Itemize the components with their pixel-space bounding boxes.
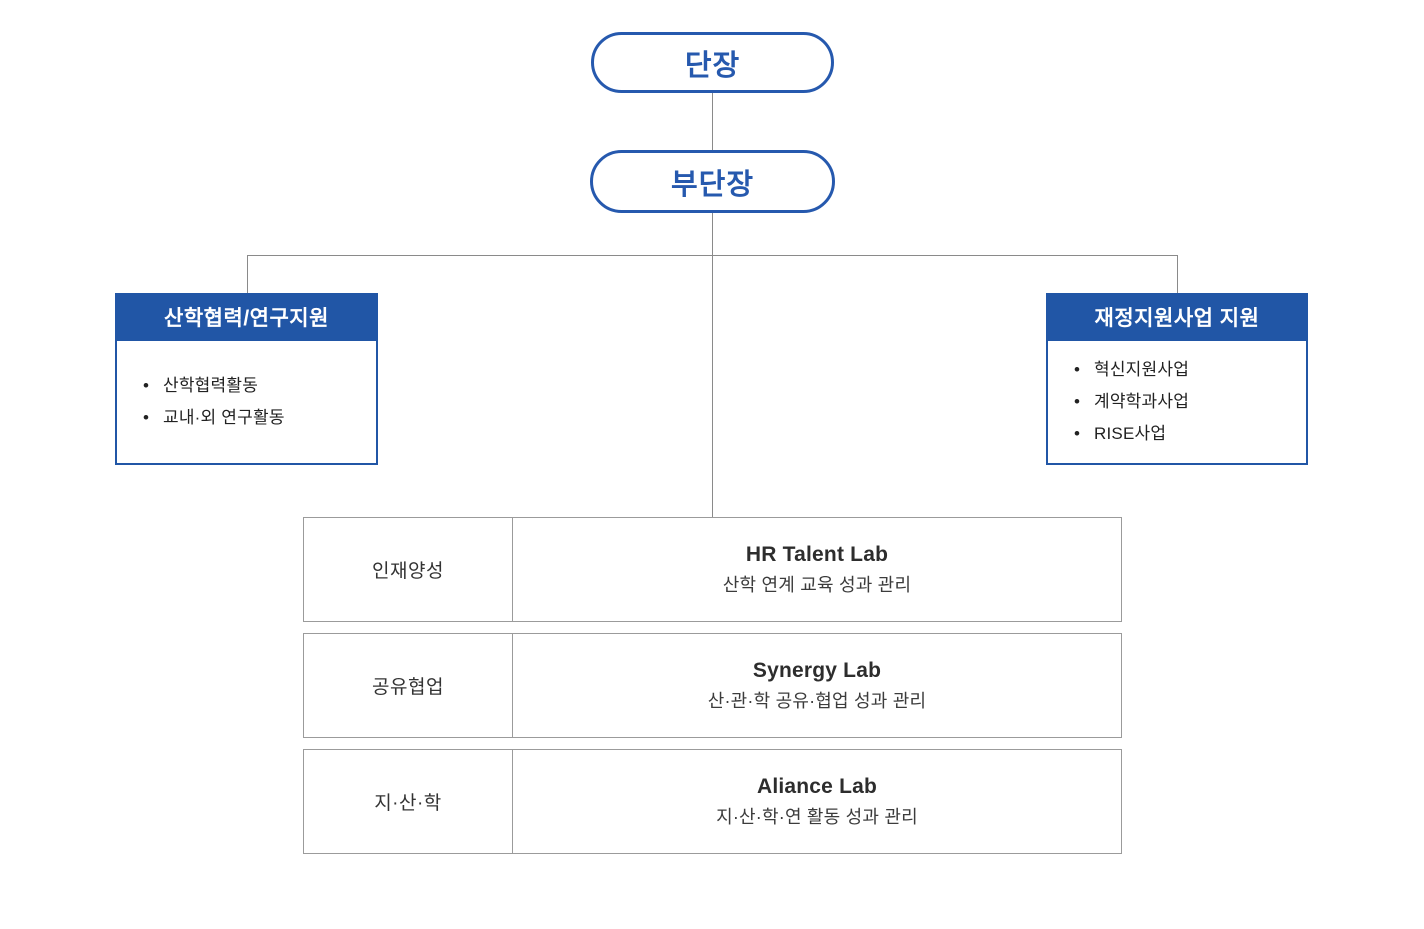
dept-box-industry-cooperation: 산학협력/연구지원 산학협력활동 교내·외 연구활동 xyxy=(115,293,378,465)
lab-detail: Aliance Lab 지·산·학·연 활동 성과 관리 xyxy=(513,750,1121,853)
dept-box-right-body: 혁신지원사업 계약학과사업 RISE사업 xyxy=(1046,341,1308,465)
list-item: 계약학과사업 xyxy=(1074,386,1306,418)
lab-category-label: 지·산·학 xyxy=(304,750,513,853)
lab-row-aliance: 지·산·학 Aliance Lab 지·산·학·연 활동 성과 관리 xyxy=(303,749,1122,854)
list-item: 혁신지원사업 xyxy=(1074,354,1306,386)
list-item: 산학협력활동 xyxy=(143,370,376,402)
list-item: RISE사업 xyxy=(1074,418,1306,450)
lab-desc: 산학 연계 교육 성과 관리 xyxy=(722,574,912,595)
lab-detail: HR Talent Lab 산학 연계 교육 성과 관리 xyxy=(513,518,1121,621)
lab-detail: Synergy Lab 산·관·학 공유·협업 성과 관리 xyxy=(513,634,1121,737)
dept-box-right-list: 혁신지원사업 계약학과사업 RISE사업 xyxy=(1074,354,1306,450)
lab-row-synergy: 공유협업 Synergy Lab 산·관·학 공유·협업 성과 관리 xyxy=(303,633,1122,738)
connector-deputy-center xyxy=(712,213,713,517)
connector-drop-right xyxy=(1177,255,1178,293)
connector-horizontal xyxy=(247,255,1177,256)
connector-director-deputy xyxy=(712,93,713,150)
deputy-director-label: 부단장 xyxy=(670,168,755,201)
dept-box-right-title: 재정지원사업 지원 xyxy=(1046,293,1308,341)
director-label: 단장 xyxy=(684,49,741,82)
lab-title: HR Talent Lab xyxy=(745,542,889,566)
lab-category-label: 공유협업 xyxy=(304,634,513,737)
lab-desc: 지·산·학·연 활동 성과 관리 xyxy=(716,806,918,827)
lab-title: Synergy Lab xyxy=(752,658,882,682)
lab-title: Aliance Lab xyxy=(756,774,878,798)
lab-category-label: 인재양성 xyxy=(304,518,513,621)
director-node: 단장 xyxy=(591,32,834,93)
lab-desc: 산·관·학 공유·협업 성과 관리 xyxy=(707,690,927,711)
dept-box-left-title: 산학협력/연구지원 xyxy=(115,293,378,341)
connector-drop-left xyxy=(247,255,248,293)
lab-row-hr-talent: 인재양성 HR Talent Lab 산학 연계 교육 성과 관리 xyxy=(303,517,1122,622)
dept-box-left-list: 산학협력활동 교내·외 연구활동 xyxy=(143,370,376,434)
dept-box-left-body: 산학협력활동 교내·외 연구활동 xyxy=(115,341,378,465)
list-item: 교내·외 연구활동 xyxy=(143,402,376,434)
dept-box-financial-support: 재정지원사업 지원 혁신지원사업 계약학과사업 RISE사업 xyxy=(1046,293,1308,465)
deputy-director-node: 부단장 xyxy=(590,150,835,213)
